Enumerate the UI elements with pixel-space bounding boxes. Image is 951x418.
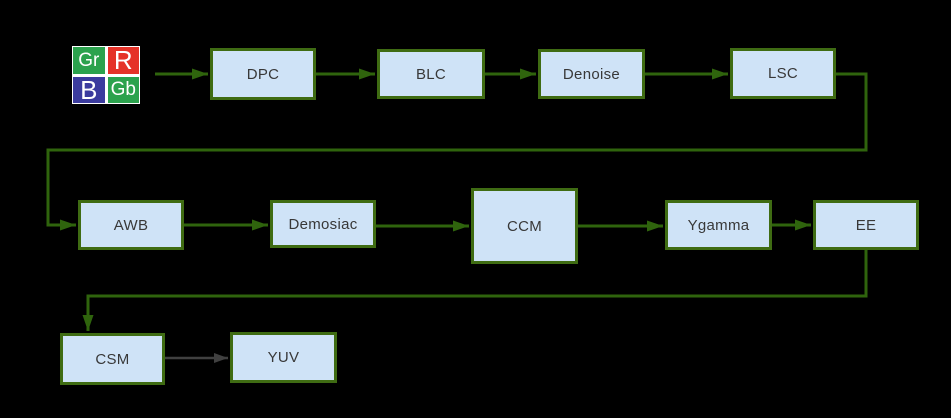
- node-denoise: Denoise: [538, 49, 645, 99]
- node-label-dpc: DPC: [246, 65, 280, 83]
- bayer-tile-label: R: [113, 47, 133, 74]
- edge-lsc-to-awb: [46, 72, 868, 231]
- node-label-ee: EE: [855, 216, 877, 234]
- bayer-tile-label: Gb: [110, 79, 136, 101]
- node-label-awb: AWB: [113, 216, 149, 234]
- bayer-tile-gb: Gb: [107, 76, 139, 103]
- bayer-tile-gr: Gr: [73, 47, 105, 74]
- edge-ee-to-csm: [82, 250, 868, 331]
- node-label-csm: CSM: [95, 350, 130, 368]
- bayer-tile-label: B: [80, 76, 98, 103]
- node-label-lsc: LSC: [767, 65, 799, 82]
- node-label-ccm: CCM: [506, 217, 543, 235]
- node-yuv: YUV: [230, 332, 337, 383]
- node-label-ygamma: Ygamma: [687, 216, 750, 234]
- node-label-demosiac: Demosiac: [288, 215, 358, 233]
- node-demosiac: Demosiac: [270, 200, 376, 248]
- node-ee: EE: [813, 200, 919, 250]
- node-label-blc: BLC: [415, 65, 447, 83]
- node-label-denoise: Denoise: [562, 65, 621, 83]
- bayer-tile-b: B: [73, 76, 105, 103]
- node-ygamma: Ygamma: [665, 200, 772, 250]
- node-csm: CSM: [60, 333, 165, 385]
- node-lsc: LSC: [730, 48, 836, 99]
- node-label-yuv: YUV: [267, 349, 300, 366]
- node-ccm: CCM: [471, 188, 578, 264]
- bayer-tile-label: Gr: [78, 49, 100, 71]
- node-blc: BLC: [377, 49, 485, 99]
- node-awb: AWB: [78, 200, 184, 250]
- node-dpc: DPC: [210, 48, 316, 100]
- bayer-tile-r: R: [107, 47, 139, 74]
